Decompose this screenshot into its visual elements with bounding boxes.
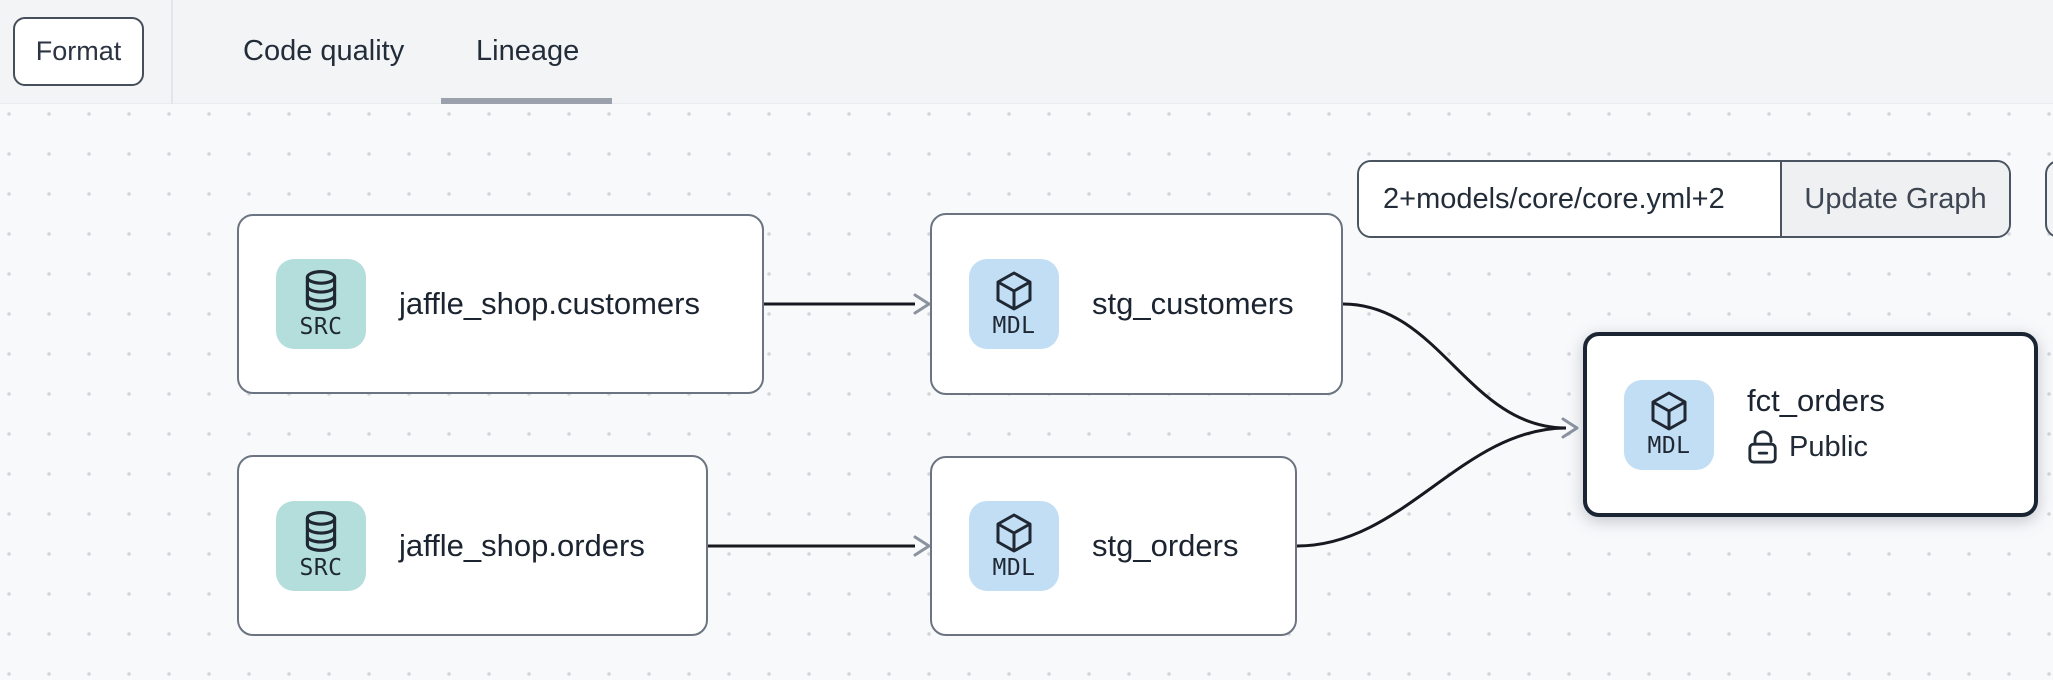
badge-label: SRC — [299, 555, 343, 581]
unlock-icon — [1748, 430, 1777, 464]
active-tab-underline — [441, 98, 612, 104]
node-title: stg_orders — [1092, 528, 1239, 563]
graph-controls: Update Graph — [1357, 160, 2011, 238]
node-stg-customers[interactable]: MDL stg_customers — [930, 213, 1343, 395]
access-row: Public — [1747, 428, 1885, 466]
cube-icon — [1651, 391, 1687, 431]
model-badge: MDL — [969, 259, 1059, 349]
node-title: fct_orders — [1747, 383, 1885, 418]
database-icon — [305, 511, 337, 552]
clipped-right-button[interactable] — [2045, 160, 2053, 238]
node-title: jaffle_shop.customers — [399, 286, 700, 321]
model-selector-input[interactable] — [1359, 162, 1780, 236]
format-button[interactable]: Format — [13, 17, 144, 86]
node-stg-orders[interactable]: MDL stg_orders — [930, 456, 1297, 636]
model-badge: MDL — [1624, 379, 1714, 470]
badge-label: MDL — [1647, 433, 1691, 459]
node-fct-orders[interactable]: MDL fct_orders Public — [1583, 332, 2038, 517]
badge-label: SRC — [299, 313, 343, 340]
toolbar-divider — [171, 0, 173, 104]
node-title: jaffle_shop.orders — [399, 527, 645, 563]
node-title: stg_customers — [1092, 286, 1294, 321]
access-label: Public — [1789, 430, 1868, 463]
badge-label: MDL — [992, 554, 1036, 581]
update-graph-button[interactable]: Update Graph — [1780, 162, 2009, 236]
tab-lineage[interactable]: Lineage — [476, 35, 580, 67]
tab-code-quality[interactable]: Code quality — [243, 35, 405, 67]
source-badge: SRC — [276, 500, 366, 591]
node-jaffle-shop-orders[interactable]: SRC jaffle_shop.orders — [237, 455, 708, 636]
database-icon — [305, 269, 337, 311]
source-badge: SRC — [276, 259, 366, 349]
cube-icon — [996, 513, 1032, 552]
cube-icon — [996, 271, 1032, 310]
node-jaffle-shop-customers[interactable]: SRC jaffle_shop.customers — [237, 214, 764, 394]
badge-label: MDL — [992, 312, 1036, 339]
top-toolbar: Format Code quality Lineage — [0, 0, 2053, 104]
model-badge: MDL — [969, 501, 1059, 591]
